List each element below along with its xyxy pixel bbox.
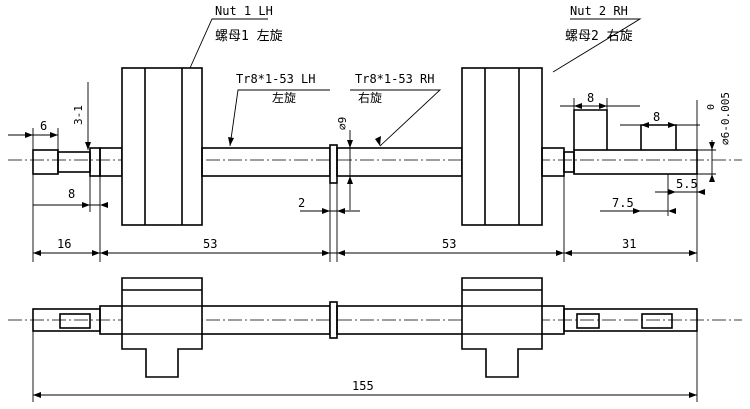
nut2-leader xyxy=(552,18,642,73)
right-keyway-slot-a xyxy=(576,313,600,329)
bottom-shaft-right-end xyxy=(563,308,698,332)
left-nut-flange xyxy=(121,277,203,378)
right-end-journal xyxy=(573,149,698,175)
right-keyway-a xyxy=(573,109,608,150)
dim-chamfer: 3-1 xyxy=(72,105,85,125)
dim-16: 16 xyxy=(57,237,71,251)
thread-lh-label-en: Tr8*1-53 LH xyxy=(236,72,315,86)
top-dimension-lines xyxy=(8,18,716,262)
right-screw-shaft xyxy=(336,147,463,177)
bottom-view: 155 xyxy=(8,277,742,402)
top-view xyxy=(8,67,742,226)
dim-7-5: 7.5 xyxy=(612,196,634,210)
left-keyway-slot xyxy=(59,313,91,329)
right-shoulder xyxy=(563,151,575,173)
right-nut-body xyxy=(461,67,543,226)
top-labels: Nut 1 LH 螺母1 左旋 Nut 2 RH 螺母2 右旋 Tr8*1-53… xyxy=(40,4,732,251)
right-bearing-seat xyxy=(541,147,565,177)
middle-collar xyxy=(329,144,338,184)
dim-8-left: 8 xyxy=(68,187,75,201)
nut1-leader xyxy=(189,18,268,69)
dim-dia-9: ⌀9 xyxy=(336,117,349,130)
dim-dia-6: ⌀6-0.005 xyxy=(719,92,732,145)
right-keyway-slot-b xyxy=(641,313,673,329)
dim-53-right: 53 xyxy=(442,237,456,251)
thread-rh-leader xyxy=(350,89,442,147)
nut2-label-en: Nut 2 RH xyxy=(570,4,628,18)
left-step xyxy=(57,151,91,173)
dim-5-5: 5.5 xyxy=(676,177,698,191)
dim-31: 31 xyxy=(622,237,636,251)
left-nut-body xyxy=(121,67,203,226)
nut2-label-cn: 螺母2 右旋 xyxy=(565,29,633,44)
dim-155: 155 xyxy=(352,379,374,393)
nut1-label-en: Nut 1 LH xyxy=(215,4,273,18)
right-nut-flange xyxy=(461,277,543,378)
dim-8-right-a: 8 xyxy=(587,91,594,105)
dim-2-collar: 2 xyxy=(298,196,305,210)
left-screw-shaft xyxy=(201,147,331,177)
dim-8-right-b: 8 xyxy=(653,110,660,124)
nut1-label-cn: 螺母1 左旋 xyxy=(215,29,283,44)
bottom-collar xyxy=(329,301,338,339)
right-keyway-b xyxy=(640,124,677,150)
thread-lh-label-cn: 左旋 xyxy=(272,90,296,105)
left-end-journal xyxy=(32,149,59,175)
left-bearing-seat xyxy=(99,147,123,177)
dim-6-left: 6 xyxy=(40,119,47,133)
thread-rh-label-en: Tr8*1-53 RH xyxy=(355,72,434,86)
left-shoulder xyxy=(89,147,101,177)
thread-rh-label-cn: 右旋 xyxy=(358,90,382,105)
thread-lh-leader xyxy=(229,89,330,147)
dim-dia-6-tol-upper: 0 xyxy=(706,104,717,110)
dim-53-left: 53 xyxy=(203,237,217,251)
